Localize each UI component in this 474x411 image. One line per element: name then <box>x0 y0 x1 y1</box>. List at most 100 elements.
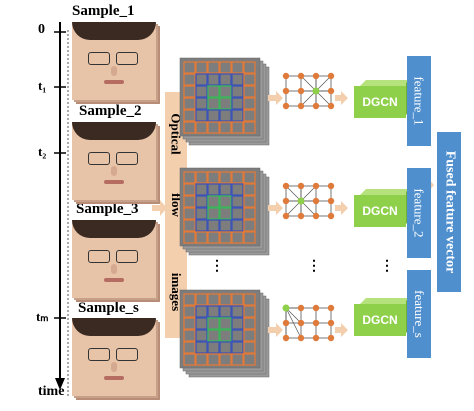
grid-cell-2-1-3 <box>219 183 232 196</box>
grid-cell-2-4-4 <box>231 219 244 232</box>
grid-cell-1-3-3 <box>219 97 232 110</box>
grid-cell-1-4-5 <box>243 109 256 122</box>
graph-node-1-2 <box>312 72 320 80</box>
grid-cell-2-3-3 <box>219 207 232 220</box>
grid-cell-1-5-2 <box>207 121 220 134</box>
graph-node-2-3 <box>327 182 335 190</box>
graph-hub-edge <box>285 185 302 202</box>
grid-cell-1-5-4 <box>231 121 244 134</box>
grid-cell-1-0-4 <box>231 61 244 74</box>
grid-cell-s-0-2 <box>207 293 220 306</box>
grid-cell-1-0-3 <box>219 61 232 74</box>
grid-cell-2-0-1 <box>195 171 208 184</box>
grid-cell-1-3-5 <box>243 97 256 110</box>
grid-cell-s-4-3 <box>219 341 232 354</box>
grid-cell-s-2-5 <box>243 317 256 330</box>
grid-cell-s-4-2 <box>207 341 220 354</box>
grid-cell-2-1-1 <box>195 183 208 196</box>
grid-cell-s-2-4 <box>231 317 244 330</box>
graph-hub-node-1 <box>312 87 320 95</box>
grid-cell-s-0-3 <box>219 293 232 306</box>
grid-cell-2-4-3 <box>219 219 232 232</box>
grid-cell-s-3-0 <box>183 329 196 342</box>
grid-cell-s-1-1 <box>195 305 208 318</box>
graph-hub-edge <box>300 200 317 217</box>
grid-cell-1-2-1 <box>195 85 208 98</box>
graph-hub-edge <box>300 90 317 107</box>
grid-cell-2-3-0 <box>183 207 196 220</box>
grid-cell-s-4-5 <box>243 341 256 354</box>
sample-label-1: Sample_1 <box>72 3 135 19</box>
ellipsis-graph: ⋮ <box>307 259 321 274</box>
sample-label-s: Sample_s <box>78 300 139 316</box>
grid-cell-1-4-2 <box>207 109 220 122</box>
arrow-grid-to-graph-1 <box>268 91 283 105</box>
graph-node-2-2 <box>312 182 320 190</box>
dgcn-block-2: DGCN <box>354 195 406 227</box>
graph-hub-edge <box>285 200 302 217</box>
grid-cell-s-0-1 <box>195 293 208 306</box>
grid-cell-s-2-1 <box>195 317 208 330</box>
graph-node-s-4 <box>282 319 290 327</box>
grid-cell-1-0-0 <box>183 61 196 74</box>
fused-feature-vector: Fused feature vector <box>437 132 461 292</box>
grid-cell-s-0-0 <box>183 293 196 306</box>
grid-cell-s-2-0 <box>183 317 196 330</box>
grid-cell-2-2-5 <box>243 195 256 208</box>
grid-cell-2-1-0 <box>183 183 196 196</box>
arrow-grid-to-graph-2 <box>268 201 283 215</box>
tick-t2: t₂ <box>38 144 47 159</box>
graph-hub-edge <box>300 75 317 92</box>
arrow-graph-to-dgcn-2 <box>335 201 348 215</box>
grid-cell-2-3-4 <box>231 207 244 220</box>
grid-cell-1-1-2 <box>207 73 220 86</box>
grid-cell-1-5-0 <box>183 121 196 134</box>
feature-box-2: feature_2 <box>407 168 431 258</box>
graph-node-s-9 <box>297 334 305 342</box>
feature-box-1: feature_1 <box>407 56 431 146</box>
grid-cell-2-5-0 <box>183 231 196 244</box>
graph-node-2-8 <box>282 212 290 220</box>
grid-cell-s-4-4 <box>231 341 244 354</box>
grid-cell-1-3-0 <box>183 97 196 110</box>
grid-cell-s-1-0 <box>183 305 196 318</box>
graph-node-s-5 <box>297 319 305 327</box>
grid-cell-1-1-5 <box>243 73 256 86</box>
grid-cell-1-2-5 <box>243 85 256 98</box>
grid-cell-2-5-4 <box>231 231 244 244</box>
face-image-2 <box>72 122 156 200</box>
grid-cell-s-3-4 <box>231 329 244 342</box>
grid-cell-s-1-5 <box>243 305 256 318</box>
grid-cell-1-2-0 <box>183 85 196 98</box>
graph-node-s-1 <box>297 304 305 312</box>
grid-cell-1-1-4 <box>231 73 244 86</box>
grid-cell-s-5-1 <box>195 353 208 366</box>
grid-cell-1-3-4 <box>231 97 244 110</box>
graph-node-1-5 <box>297 87 305 95</box>
grid-cell-s-3-2 <box>207 329 220 342</box>
grid-cell-2-3-2 <box>207 207 220 220</box>
grid-cell-1-1-0 <box>183 73 196 86</box>
grid-cell-2-2-1 <box>195 195 208 208</box>
graph-node-2-9 <box>297 212 305 220</box>
grid-cell-2-0-4 <box>231 171 244 184</box>
graph-node-s-7 <box>327 319 335 327</box>
grid-cell-1-3-2 <box>207 97 220 110</box>
face-image-1 <box>72 22 156 100</box>
optical-flow-bar <box>165 92 187 338</box>
time-label: time <box>38 384 65 399</box>
graph-node-1-8 <box>282 102 290 110</box>
graph-node-2-4 <box>282 197 290 205</box>
graph-node-s-3 <box>327 304 335 312</box>
graph-node-s-2 <box>312 304 320 312</box>
graph-node-1-11 <box>327 102 335 110</box>
grid-cell-2-5-5 <box>243 231 256 244</box>
grid-cell-s-3-1 <box>195 329 208 342</box>
graph-node-s-8 <box>282 334 290 342</box>
tick-t1: t₁ <box>38 78 47 93</box>
graph-node-2-11 <box>327 212 335 220</box>
feature-box-s: feature_s <box>407 270 431 358</box>
grid-cell-s-3-3 <box>219 329 232 342</box>
